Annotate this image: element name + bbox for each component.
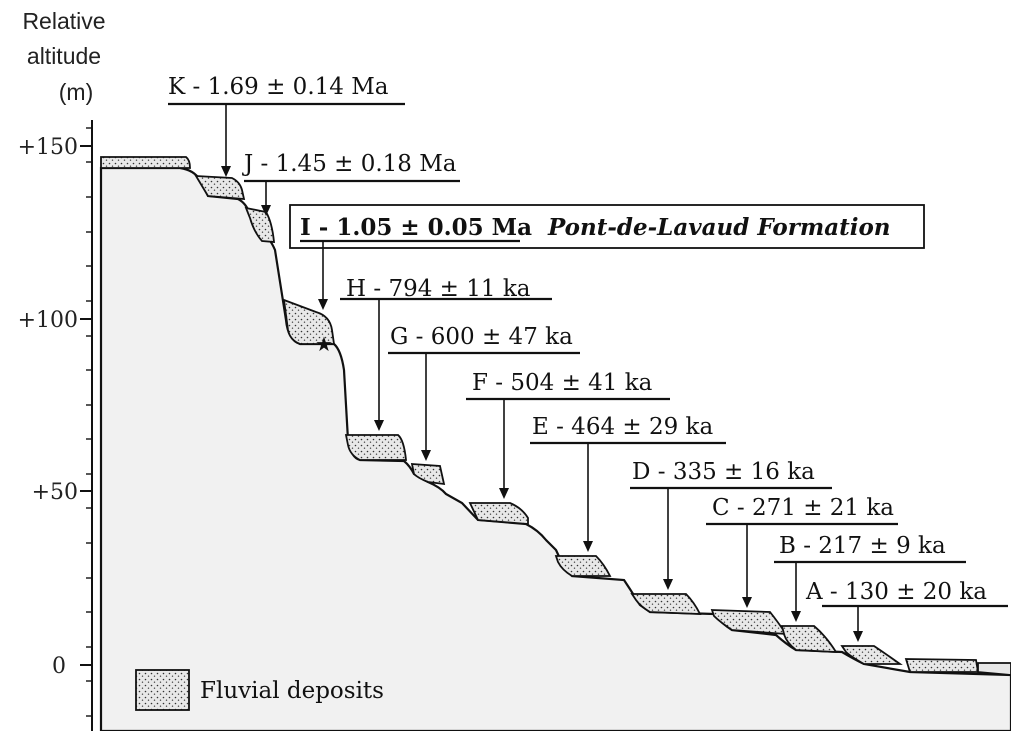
legend-swatch [135,669,190,711]
axis-title-line2: altitude [27,43,101,69]
deposit-terrace-F [468,502,529,525]
label-terrace-F: F - 504 ± 41 ka [472,370,653,396]
y-tick-150: +150 [18,135,78,160]
deposit-terrace-J [244,206,276,243]
deposit-terrace-G [410,463,446,486]
y-axis-major-ticks [80,145,92,666]
y-tick-100: +100 [18,308,78,333]
star-icon: ★ [315,332,333,356]
axis-title-line3: (m) [59,79,93,105]
label-terrace-K: K - 1.69 ± 0.14 Ma [168,74,389,100]
deposit-terrace-K [194,175,246,200]
y-tick-0: 0 [52,654,66,679]
deposit-terrace-D [630,593,702,615]
deposit-terrace-A [840,645,903,665]
deposit-terrace-B [780,625,838,653]
label-terrace-B: B - 217 ± 9 ka [779,533,946,559]
label-terrace-A: A - 130 ± 20 ka [805,579,987,605]
axis-title-line1: Relative [22,8,105,34]
deposit-terrace-floor [904,658,980,673]
label-terrace-I: I - 1.05 ± 0.05 Ma [300,214,532,241]
deposit-terrace-K-top [100,156,191,169]
y-axis-minor-ticks [86,127,92,717]
y-tick-50: +50 [32,480,78,505]
label-terrace-C: C - 271 ± 21 ka [712,495,894,521]
label-terrace-H: H - 794 ± 11 ka [346,276,531,302]
fluvial-deposits [100,156,980,673]
legend-label: Fluvial deposits [200,678,384,704]
label-terrace-E: E - 464 ± 29 ka [532,414,713,440]
deposit-terrace-H [344,434,407,461]
deposit-terrace-C [710,609,788,636]
deposit-terrace-E [554,555,612,577]
label-terrace-G: G - 600 ± 47 ka [390,324,573,350]
terrace-labels: K - 1.69 ± 0.14 Ma J - 1.45 ± 0.18 Ma I … [168,74,1008,642]
label-terrace-J: J - 1.45 ± 0.18 Ma [242,151,457,177]
label-terrace-D: D - 335 ± 16 ka [632,459,815,485]
deposit-terrace-I [282,298,336,345]
river-channel [977,662,1011,676]
label-formation: Pont-de-Lavaud Formation [547,214,891,241]
